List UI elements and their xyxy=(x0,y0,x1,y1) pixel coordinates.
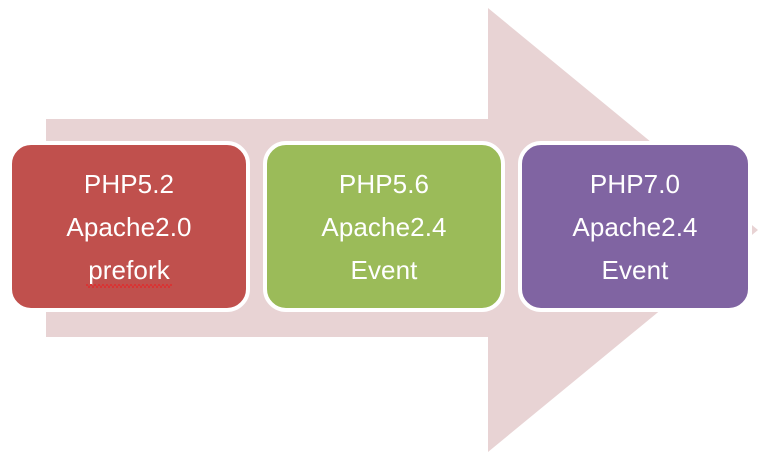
stage-line-php-version: PHP5.2 xyxy=(83,168,175,199)
stage-card-php52[interactable]: PHP5.2 Apache2.0 prefork xyxy=(8,141,250,312)
stage-line-apache-version: Apache2.0 xyxy=(66,211,192,242)
stage-line-mpm: Event xyxy=(601,254,669,285)
misspelled-word: prefork xyxy=(86,254,172,288)
stage-line-mpm: prefork xyxy=(86,254,172,288)
stage-line-mpm: Event xyxy=(350,254,418,285)
stage-card-php70[interactable]: PHP7.0 Apache2.4 Event xyxy=(518,141,752,312)
stage-card-php56[interactable]: PHP5.6 Apache2.4 Event xyxy=(263,141,505,312)
stage-line-php-version: PHP5.6 xyxy=(338,168,430,199)
stage-line-php-version: PHP7.0 xyxy=(589,168,681,199)
stage-line-apache-version: Apache2.4 xyxy=(321,211,447,242)
stage-line-apache-version: Apache2.4 xyxy=(572,211,698,242)
